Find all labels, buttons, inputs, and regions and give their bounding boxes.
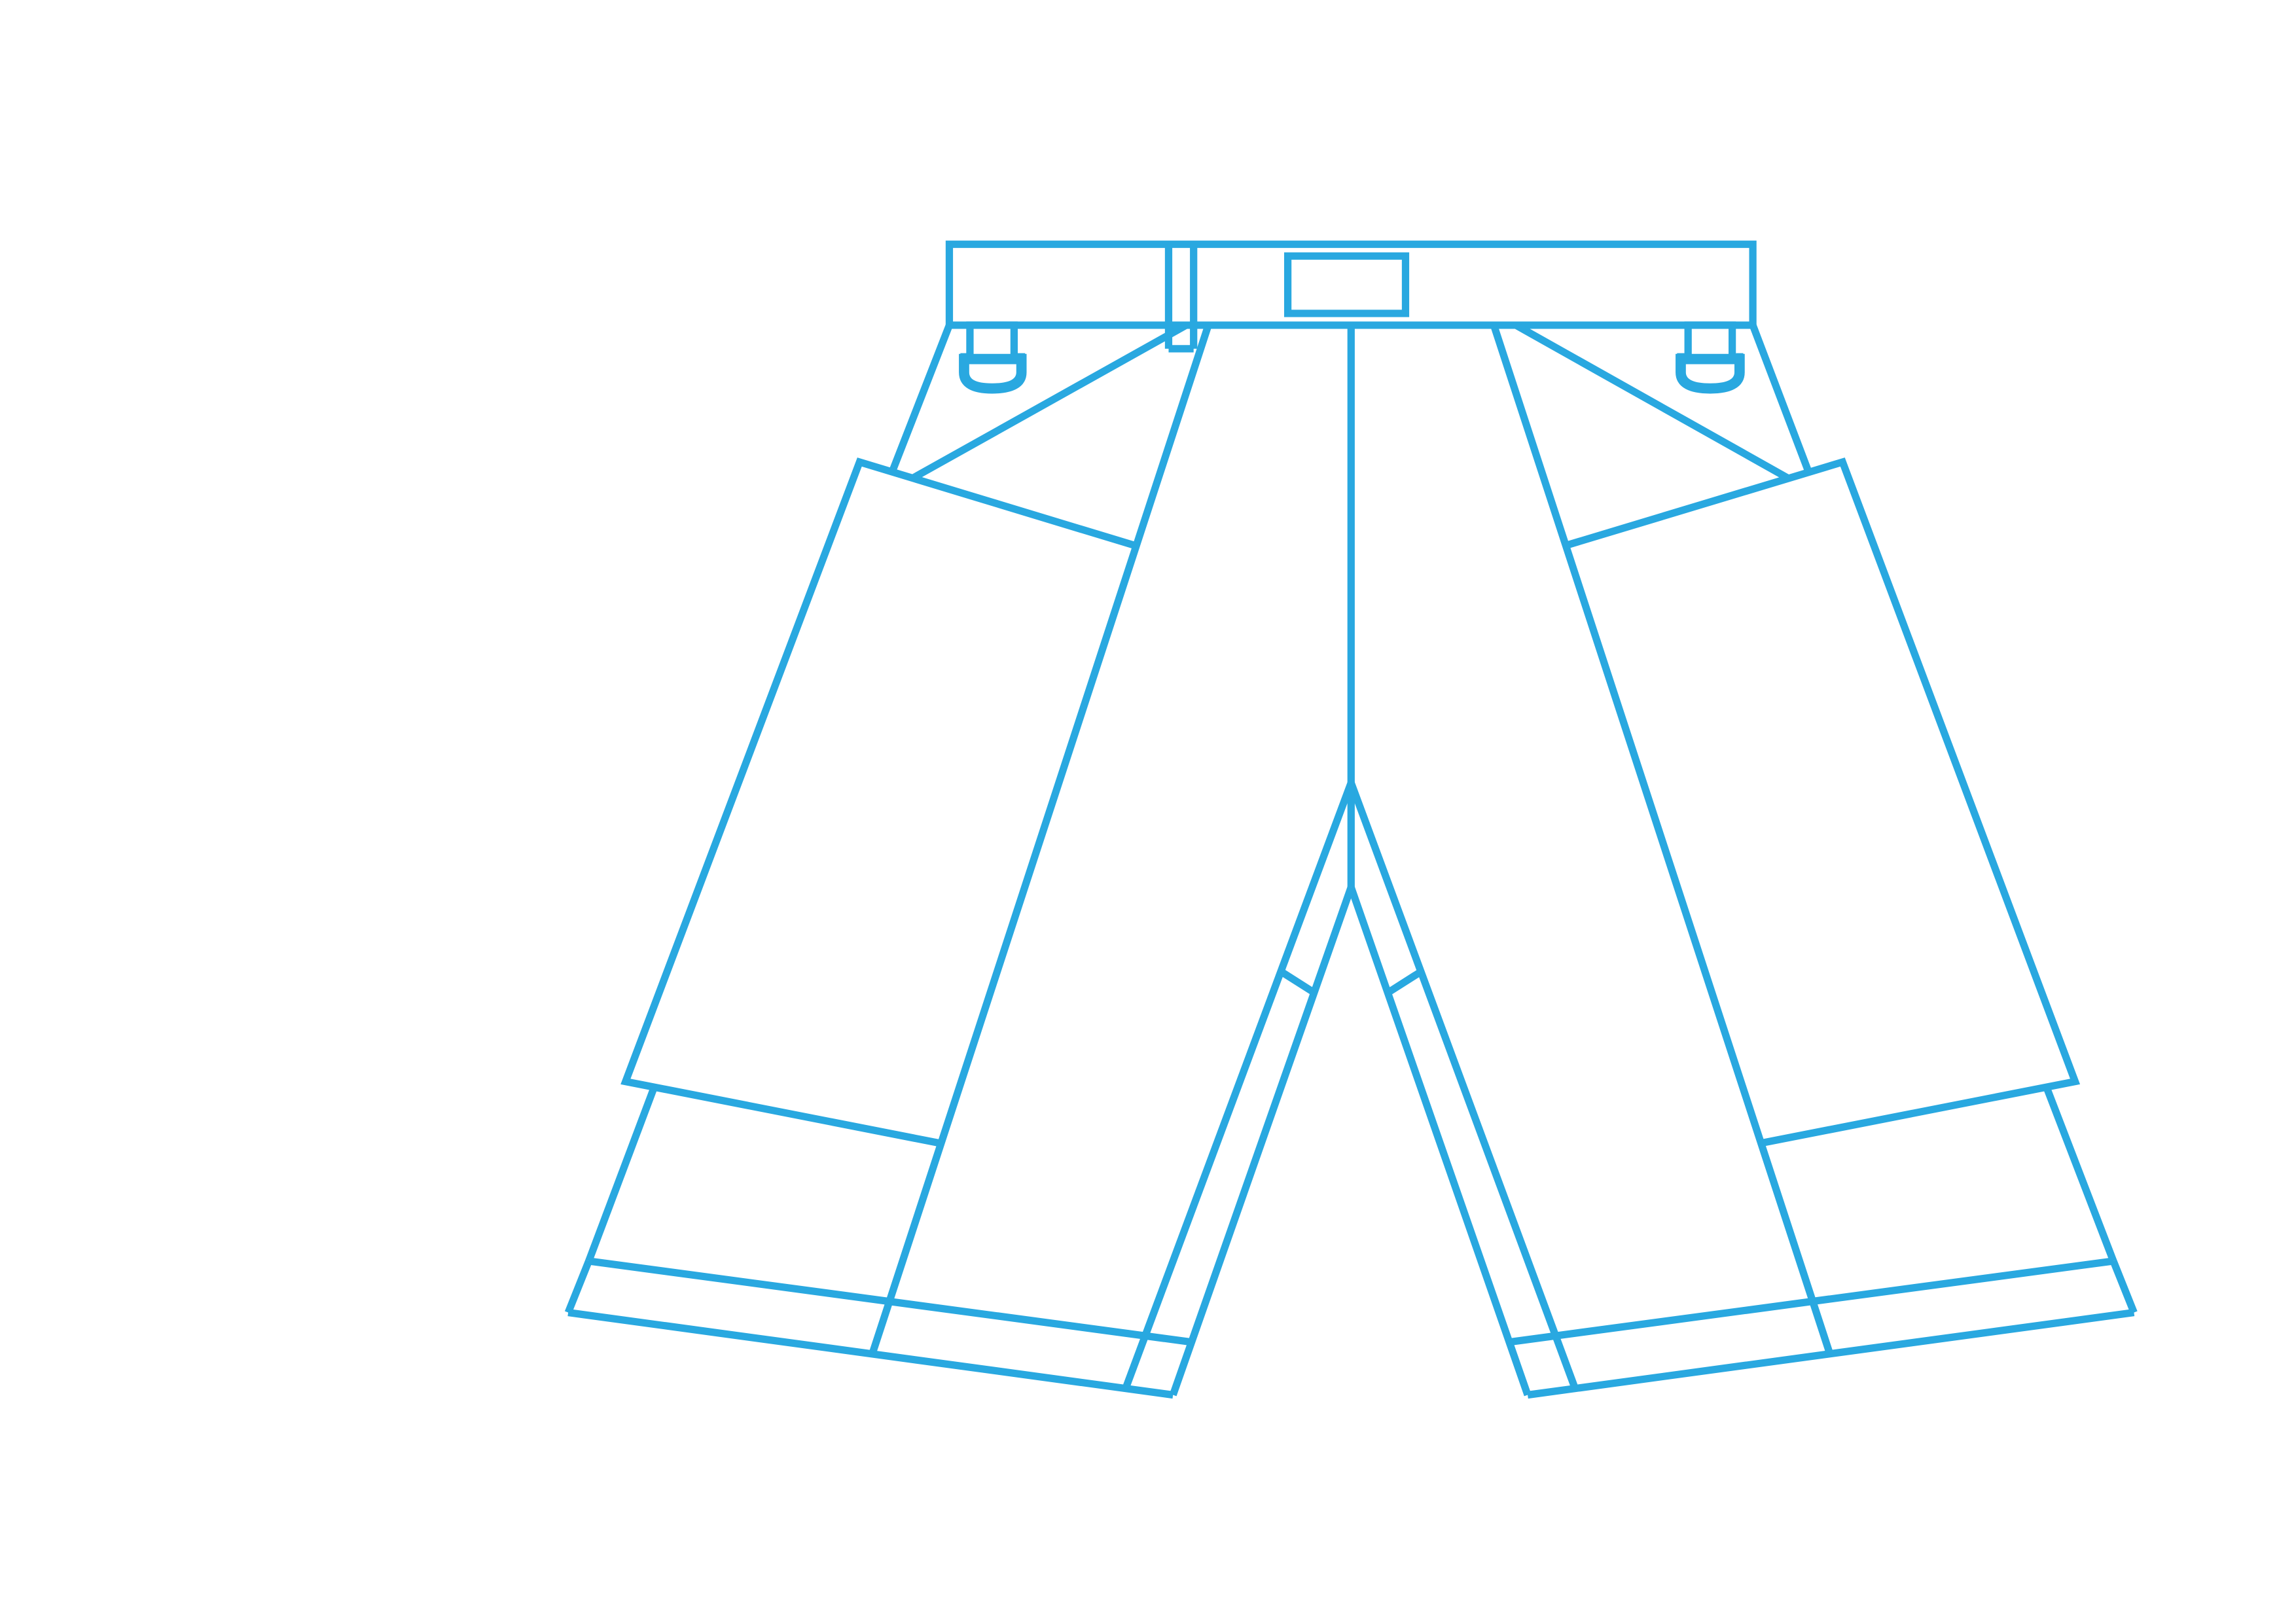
right-leg bbox=[1347, 321, 2138, 1399]
right-snap-button bbox=[1676, 353, 1745, 394]
right-side-loop bbox=[1676, 321, 1745, 394]
left-cargo-pocket bbox=[620, 457, 1138, 1147]
left-side-loop bbox=[959, 321, 1027, 394]
left-leg bbox=[564, 321, 1355, 1399]
waistband bbox=[945, 240, 1757, 329]
waistband-label bbox=[1283, 252, 1410, 317]
right-cargo-pocket bbox=[1563, 457, 2081, 1147]
left-snap-button bbox=[959, 353, 1027, 394]
